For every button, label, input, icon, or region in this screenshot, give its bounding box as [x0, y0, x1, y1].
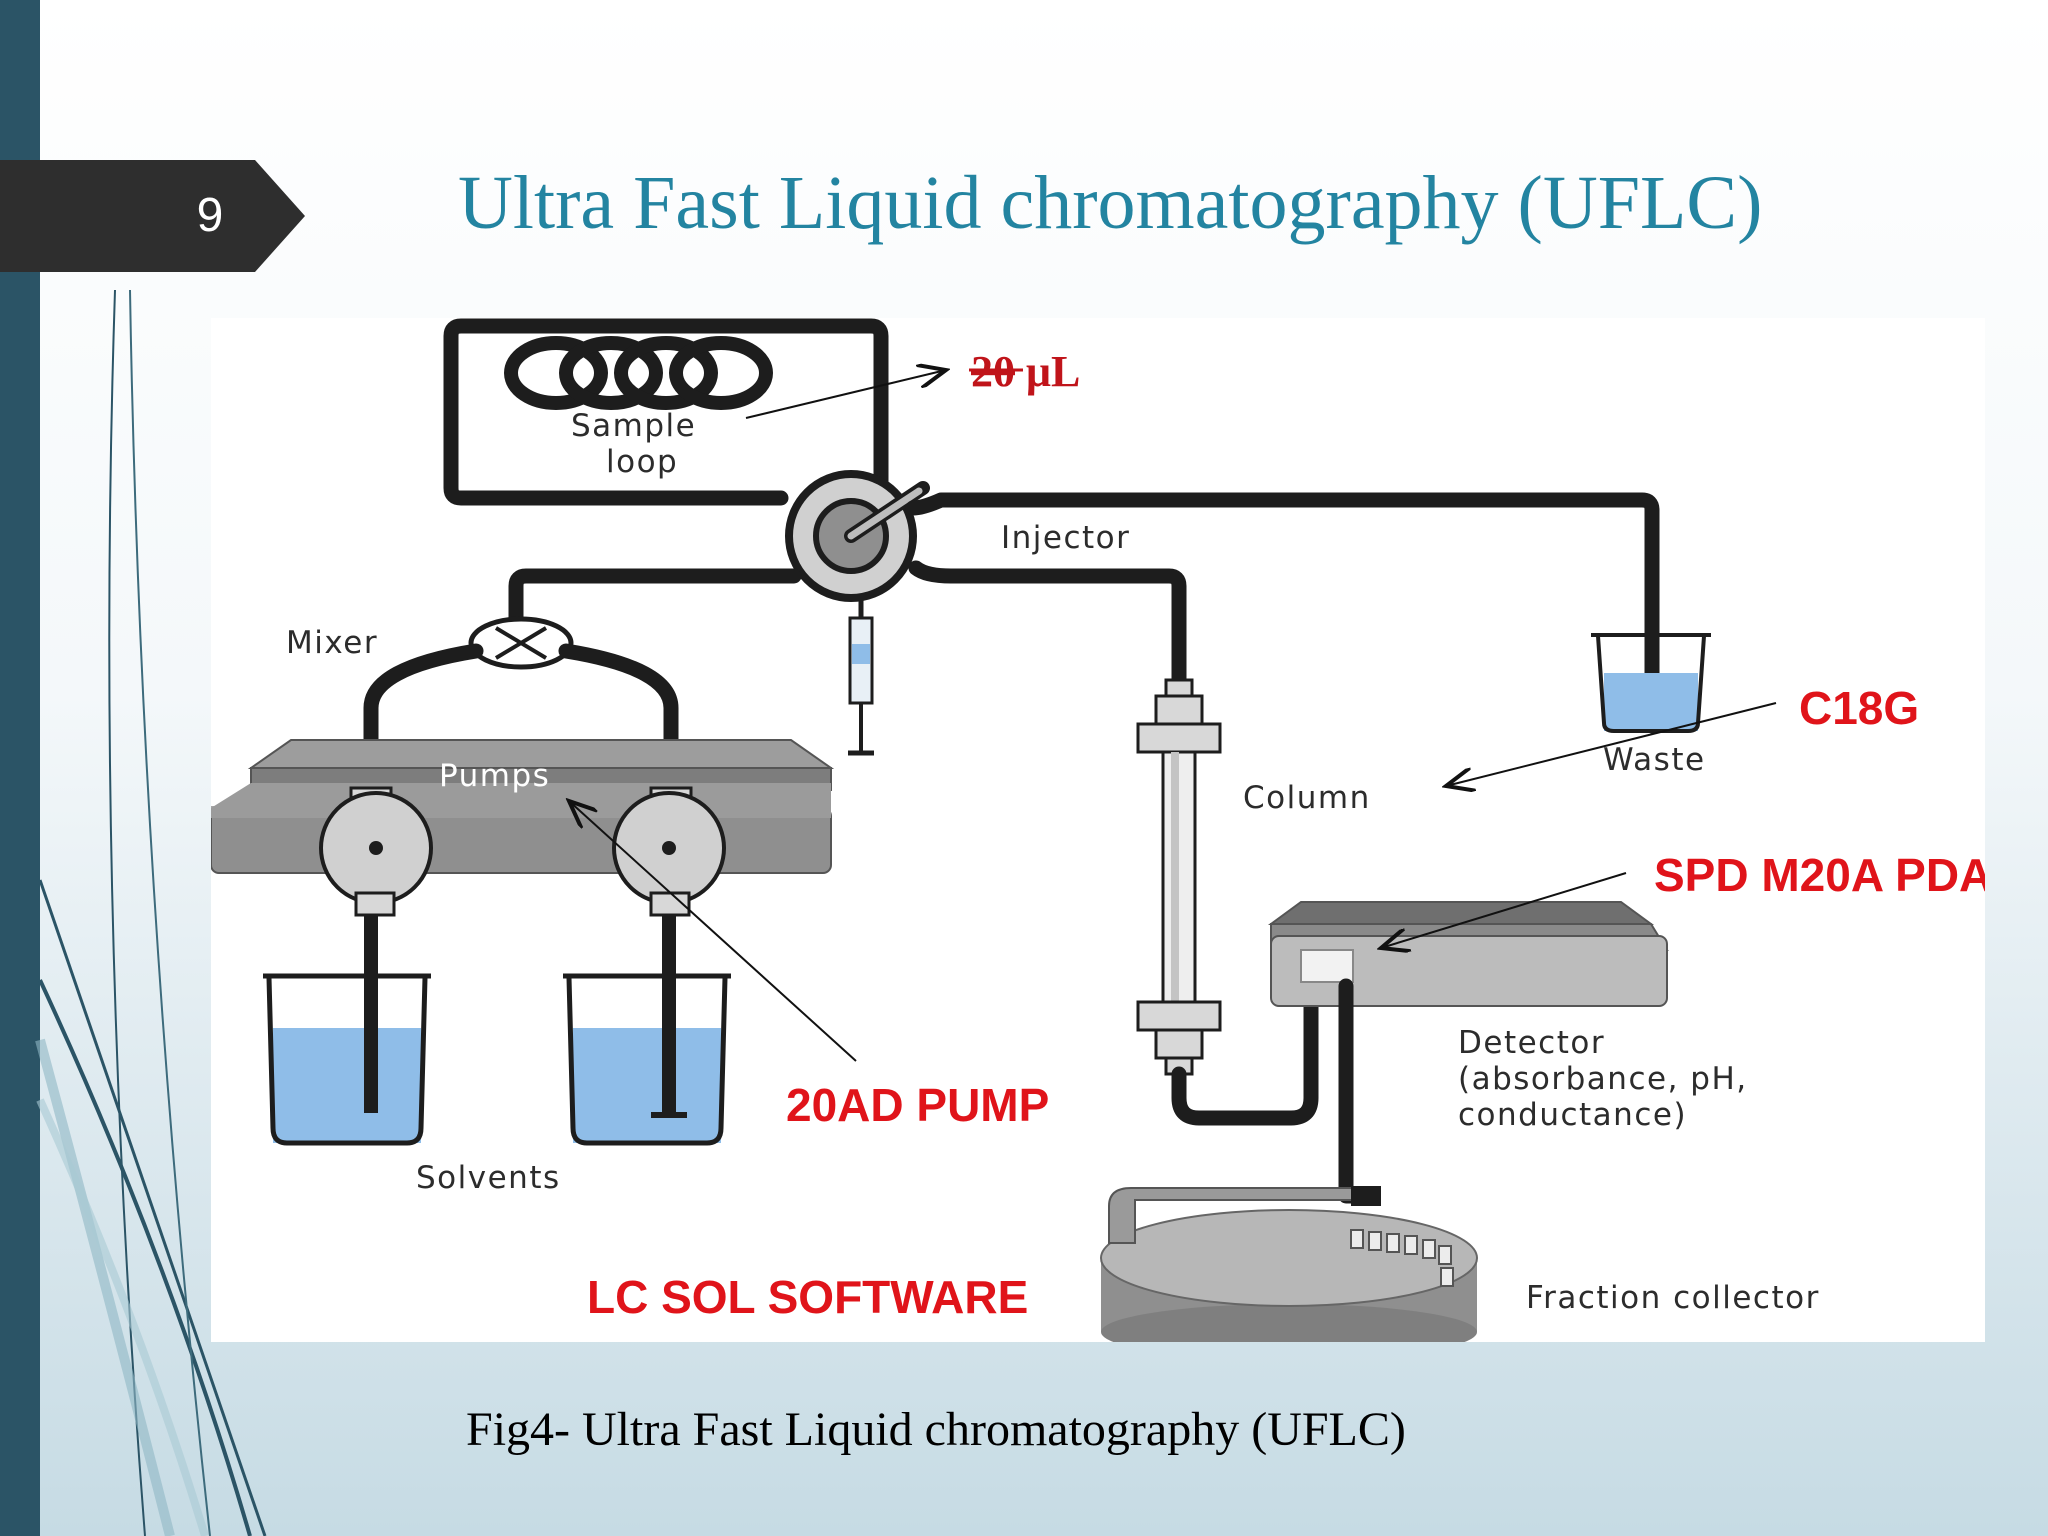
sample-loop-label-2: loop [606, 444, 678, 480]
sample-loop-label: Sample [571, 408, 696, 444]
arrow-to-detector [1381, 872, 1627, 948]
column [1136, 678, 1222, 1076]
pumps-label: Pumps [439, 758, 550, 794]
solvent-beaker-1 [263, 915, 431, 1146]
uflc-diagram: Sample loop Injector Mixer [210, 318, 1992, 1360]
injector-label: Injector [1001, 520, 1130, 556]
injector-valve [785, 470, 930, 602]
slide-number: 9 [196, 189, 224, 242]
detector-label-3: conductance) [1458, 1097, 1687, 1133]
pump-model-annotation: 20AD PUMP [786, 1079, 1049, 1131]
arrow-to-column [1446, 702, 1777, 786]
pump-unit [210, 739, 835, 917]
sample-loop [443, 318, 889, 506]
slide-number-tab [0, 160, 305, 272]
waste-beaker [1591, 633, 1711, 733]
waste-label: Waste [1603, 742, 1706, 778]
fraction-collector [1100, 1186, 1478, 1360]
detector-label-1: Detector [1458, 1025, 1605, 1061]
volume-unit: μL [1015, 347, 1080, 396]
mixer-label: Mixer [286, 625, 378, 661]
column-type-annotation: C18G [1799, 682, 1919, 734]
solvents-label: Solvents [416, 1160, 561, 1196]
figure-caption: Fig4- Ultra Fast Liquid chromatography (… [466, 1403, 1406, 1456]
solvent-beaker-2 [563, 915, 731, 1146]
slide-title: Ultra Fast Liquid chromatography (UFLC) [458, 161, 1763, 245]
detector-label-2: (absorbance, pH, [1458, 1061, 1748, 1097]
syringe [848, 598, 874, 756]
arrow-to-volume [745, 370, 946, 419]
detector-model-annotation: SPD M20A PDA [1654, 849, 1985, 901]
arrow-to-pumps [569, 801, 857, 1062]
detector [1267, 901, 1669, 1007]
fraction-collector-label: Fraction collector [1526, 1280, 1820, 1316]
column-label: Column [1243, 780, 1371, 816]
software-annotation: LC SOL SOFTWARE [587, 1271, 1028, 1323]
mixer [468, 616, 574, 670]
